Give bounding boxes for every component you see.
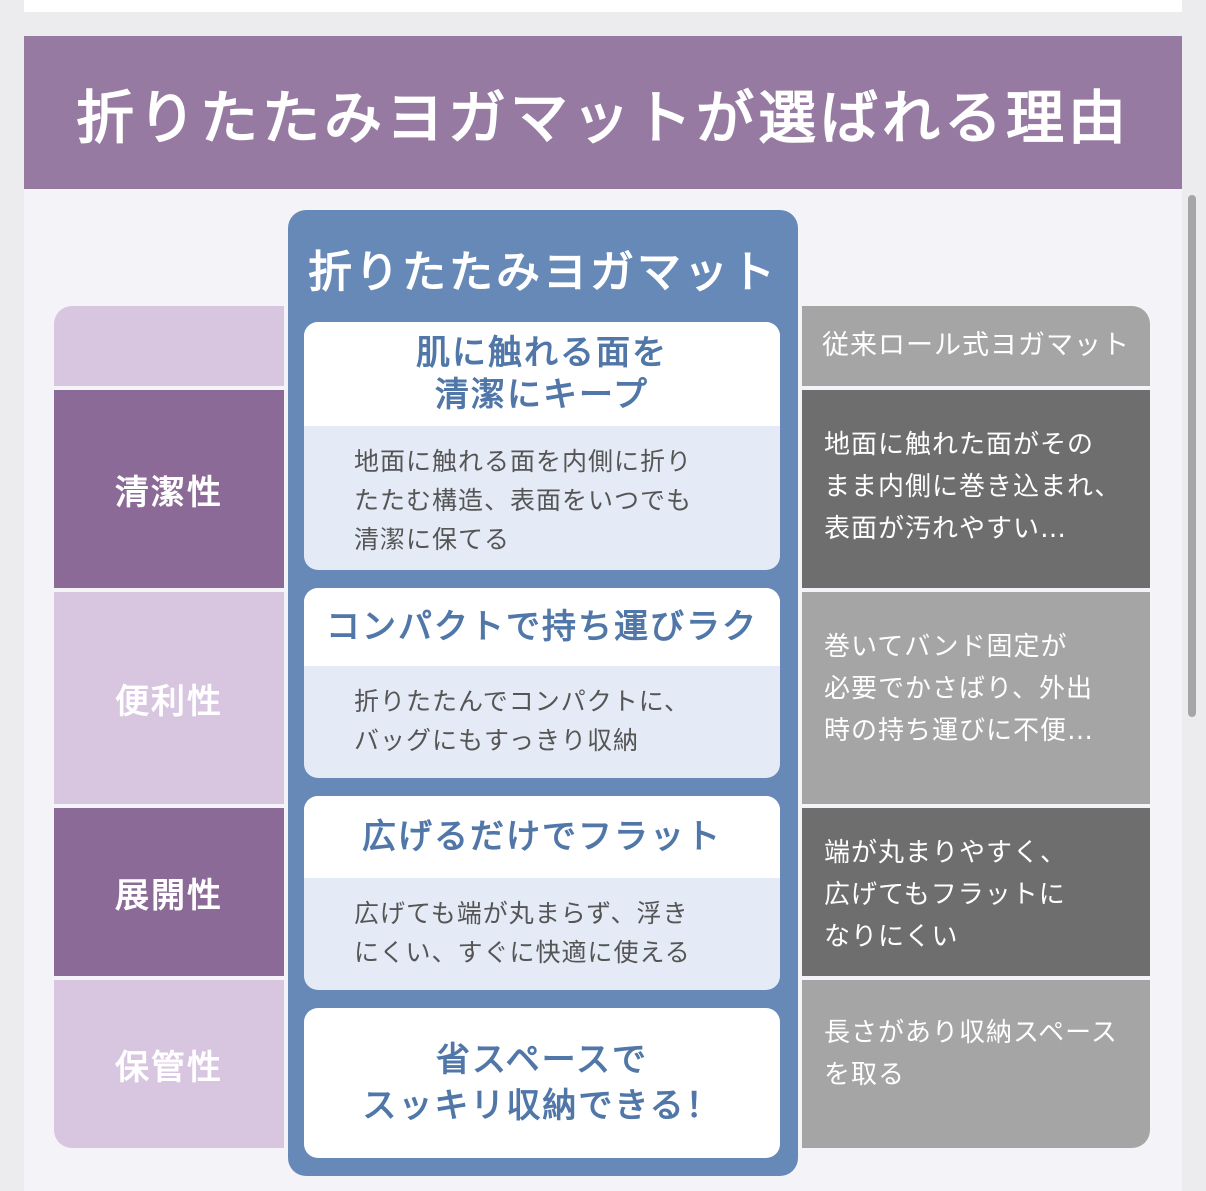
feature-box-deployability: 広げるだけでフラット 広げても端が丸まらず、浮き にくい、すぐに快適に使える xyxy=(304,796,780,990)
roll-mat-storage: 長さがあり収納スペース を取る xyxy=(802,980,1150,1148)
roll-mat-text-line: 長さがあり収納スペース xyxy=(824,1018,1118,1048)
previous-section-edge xyxy=(24,0,1182,12)
roll-mat-text-line: を取る xyxy=(824,1060,906,1090)
roll-mat-text-line: 巻いてバンド固定が xyxy=(824,632,1068,662)
left-header-cell xyxy=(54,306,284,386)
feature-box-storage: 省スペースで スッキリ収納できる！ xyxy=(304,1008,780,1158)
roll-mat-text-line: 端が丸まりやすく、 xyxy=(824,838,1068,868)
roll-mat-text-line: 必要でかさばり、外出 xyxy=(824,674,1093,704)
vertical-scrollbar[interactable] xyxy=(1188,195,1196,717)
feature-heading: 省スペースで スッキリ収納できる！ xyxy=(304,1008,780,1158)
feature-description-line: 折りたたんでコンパクトに、 xyxy=(354,687,691,716)
roll-mat-deployability: 端が丸まりやすく、 広げてもフラットに なりにくい xyxy=(802,808,1150,976)
feature-box-cleanliness: 肌に触れる面を 清潔にキープ 地面に触れる面を内側に折り たたむ構造、表面をいつ… xyxy=(304,322,780,570)
feature-heading-line: 広げるだけでフラット xyxy=(362,817,722,857)
feature-box-convenience: コンパクトで持ち運びラク 折りたたんでコンパクトに、 バッグにもすっきり収納 xyxy=(304,588,780,778)
roll-mat-text-line: まま内側に巻き込まれ、 xyxy=(824,472,1122,502)
feature-heading: 広げるだけでフラット xyxy=(304,796,780,878)
feature-description: 広げても端が丸まらず、浮き にくい、すぐに快適に使える xyxy=(304,878,780,972)
roll-mat-text-line: 表面が汚れやすい… xyxy=(824,514,1068,544)
feature-description-line: にくい、すぐに快適に使える xyxy=(354,938,691,967)
roll-mat-cleanliness: 地面に触れた面がその まま内側に巻き込まれ、 表面が汚れやすい… xyxy=(802,390,1150,588)
roll-mat-text-line: 時の持ち運びに不便… xyxy=(824,716,1095,746)
feature-description-line: たたむ構造、表面をいつでも xyxy=(354,486,693,515)
feature-heading-line: 清潔にキープ xyxy=(435,375,649,415)
roll-mat-text-line: 地面に触れた面がその xyxy=(824,430,1095,460)
roll-mat-text-line: なりにくい xyxy=(824,922,959,952)
feature-description-line: 地面に触れる面を内側に折り xyxy=(354,447,693,476)
roll-mat-convenience: 巻いてバンド固定が 必要でかさばり、外出 時の持ち運びに不便… xyxy=(802,592,1150,804)
feature-description-line: バッグにもすっきり収納 xyxy=(354,726,640,755)
title-banner: 折りたたみヨガマットが選ばれる理由 xyxy=(24,36,1182,189)
feature-heading-line: 省スペースで xyxy=(436,1040,648,1080)
feature-heading-line: 肌に触れる面を xyxy=(416,333,668,373)
banner-title: 折りたたみヨガマットが選ばれる理由 xyxy=(75,83,1130,152)
row-label-storage: 保管性 xyxy=(54,980,284,1148)
comparison-card: 折りたたみヨガマットが選ばれる理由 清潔性 便利性 展開性 保管性 折りたたみヨ… xyxy=(24,36,1182,1191)
roll-mat-header: 従来ロール式ヨガマット xyxy=(802,306,1150,386)
row-label-deployability: 展開性 xyxy=(54,808,284,976)
folding-mat-title: 折りたたみヨガマット xyxy=(308,247,778,298)
roll-mat-text-line: 広げてもフラットに xyxy=(824,880,1066,910)
feature-description: 地面に触れる面を内側に折り たたむ構造、表面をいつでも 清潔に保てる xyxy=(304,426,780,559)
row-label-convenience: 便利性 xyxy=(54,592,284,804)
feature-description-line: 清潔に保てる xyxy=(354,525,511,554)
feature-heading: コンパクトで持ち運びラク xyxy=(304,588,780,666)
feature-description: 折りたたんでコンパクトに、 バッグにもすっきり収納 xyxy=(304,666,780,760)
feature-heading-line: コンパクトで持ち運びラク xyxy=(326,607,758,647)
folding-mat-column: 折りたたみヨガマット 肌に触れる面を 清潔にキープ 地面に触れる面を内側に折り … xyxy=(288,210,798,1176)
feature-heading-line: スッキリ収納できる！ xyxy=(362,1086,722,1126)
feature-heading: 肌に触れる面を 清潔にキープ xyxy=(304,322,780,426)
feature-description-line: 広げても端が丸まらず、浮き xyxy=(354,899,689,928)
row-label-cleanliness: 清潔性 xyxy=(54,390,284,588)
